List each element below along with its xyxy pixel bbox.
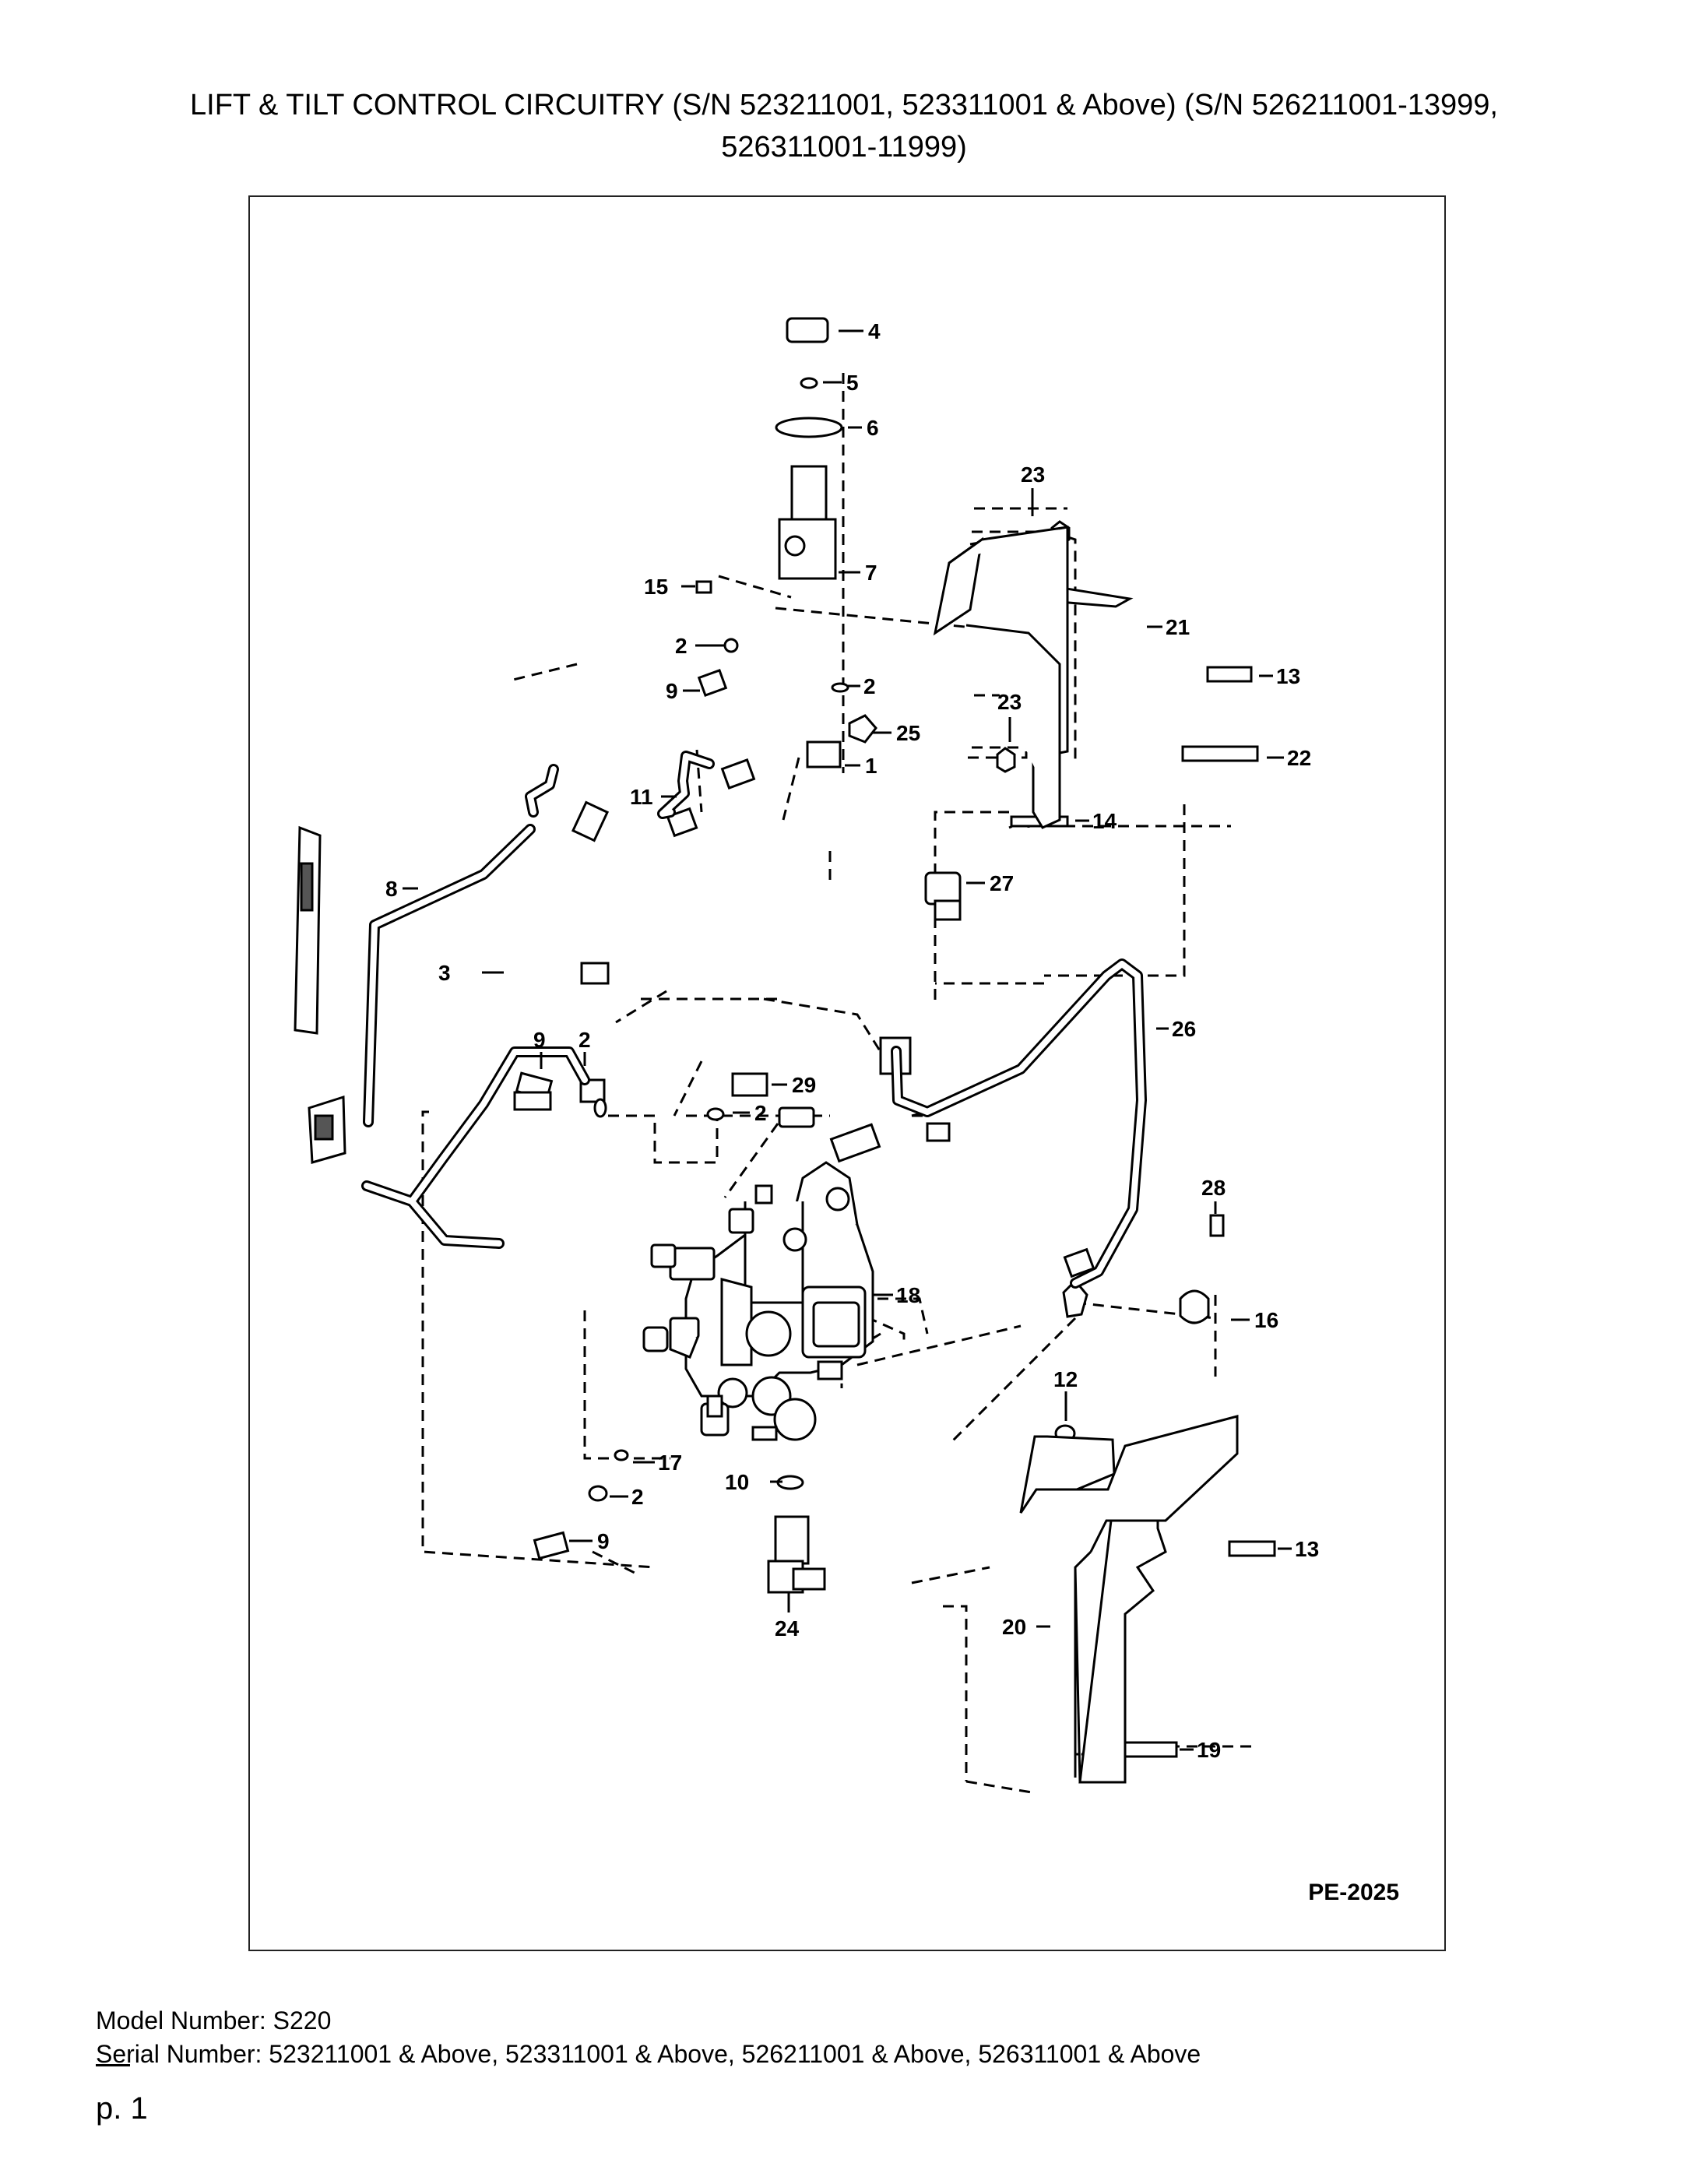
part-13-bolt-top [1206, 666, 1253, 683]
callout-18: 18 [896, 1283, 920, 1307]
part-7-valve-top [790, 465, 828, 524]
part-17-seal [614, 1449, 629, 1461]
serial-number: Serial Number: 523211001 & Above, 523311… [96, 2040, 1201, 2068]
bracket-21 [933, 526, 1134, 829]
part-1-elbow [806, 740, 842, 768]
page-title: LIFT & TILT CONTROL CIRCUITRY (S/N 52321… [47, 84, 1641, 168]
tubes-fill [364, 753, 1145, 1286]
part-9-fitting [513, 1091, 552, 1111]
title-line-2: 526311001-11999) [721, 131, 967, 164]
part-16-clamp [1179, 1289, 1210, 1324]
callout-28: 28 [1201, 1176, 1226, 1200]
callout-8: 8 [385, 877, 398, 901]
callout-9-b: 9 [533, 1028, 546, 1052]
callout-27: 27 [990, 871, 1014, 895]
callout-26: 26 [1172, 1017, 1196, 1041]
callout-15: 15 [644, 575, 668, 599]
model-number: Model Number: S220 [96, 2006, 332, 2035]
part-18-control-valve [642, 1106, 874, 1441]
callout-13-b: 13 [1295, 1537, 1319, 1561]
callout-labels: 4 5 6 23 7 15 21 2 2 9 13 23 25 22 1 11 … [385, 319, 1319, 1762]
diagram-frame: 4 5 6 23 7 15 21 2 2 9 13 23 25 22 1 11 … [248, 195, 1446, 1951]
callout-9-c: 9 [597, 1529, 610, 1553]
part-shapes [513, 317, 1276, 1758]
part-28-bolt [1209, 1214, 1225, 1237]
callout-11: 11 [630, 785, 653, 809]
callout-20: 20 [1002, 1615, 1026, 1639]
leader-solid-lines [403, 329, 1292, 1751]
callout-16: 16 [1254, 1308, 1278, 1332]
callout-2-d: 2 [754, 1101, 767, 1125]
callout-29: 29 [792, 1073, 816, 1097]
parts-diagram: 4 5 6 23 7 15 21 2 2 9 13 23 25 22 1 11 … [294, 317, 1319, 1795]
part-9-low [533, 1531, 570, 1560]
callout-2-a: 2 [675, 634, 688, 658]
drawing-code: PE-2025 [1308, 1880, 1399, 1905]
callout-14: 14 [1092, 809, 1117, 833]
callout-6: 6 [867, 416, 879, 440]
callout-2-c: 2 [578, 1028, 591, 1052]
callout-5: 5 [846, 371, 859, 395]
callout-10: 10 [725, 1470, 749, 1494]
callout-7: 7 [865, 561, 877, 585]
title-line-1: LIFT & TILT CONTROL CIRCUITRY (S/N 52321… [190, 89, 1498, 121]
callout-9-a: 9 [666, 679, 678, 703]
bracket-20 [1019, 1415, 1239, 1784]
part-6-washer [775, 417, 843, 438]
part-25-nut [848, 714, 877, 744]
part-22-bolt [1181, 745, 1259, 762]
part-8-tag-top [294, 825, 322, 1035]
callout-21: 21 [1166, 615, 1190, 639]
part-2-oring-low [588, 1485, 608, 1502]
callout-2-e: 2 [631, 1485, 644, 1509]
part-19-bolt [1120, 1741, 1178, 1758]
callout-23-mid: 23 [997, 690, 1022, 714]
callout-25: 25 [896, 721, 920, 745]
callout-17: 17 [658, 1451, 682, 1475]
page-divider [96, 2064, 130, 2066]
callout-2-b: 2 [863, 674, 876, 698]
part-24-fitting [774, 1515, 810, 1565]
page-number: p. 1 [96, 2091, 148, 2126]
callout-22: 22 [1287, 746, 1311, 770]
part-27-elbow [924, 871, 962, 906]
callout-24: 24 [775, 1616, 800, 1641]
callout-4: 4 [868, 319, 881, 343]
part-29-tee [731, 1072, 768, 1097]
callout-12: 12 [1053, 1367, 1078, 1391]
part-13-bolt-bottom [1228, 1540, 1276, 1557]
part-5-nut [800, 377, 818, 389]
part-23-nut-mid [996, 747, 1016, 773]
callout-1: 1 [865, 754, 877, 778]
tag-plates [294, 825, 346, 1164]
callout-13-a: 13 [1276, 664, 1300, 688]
callout-19: 19 [1197, 1738, 1221, 1762]
callout-3: 3 [438, 961, 451, 985]
callout-23-top: 23 [1021, 462, 1045, 487]
part-4-cap [786, 317, 829, 343]
